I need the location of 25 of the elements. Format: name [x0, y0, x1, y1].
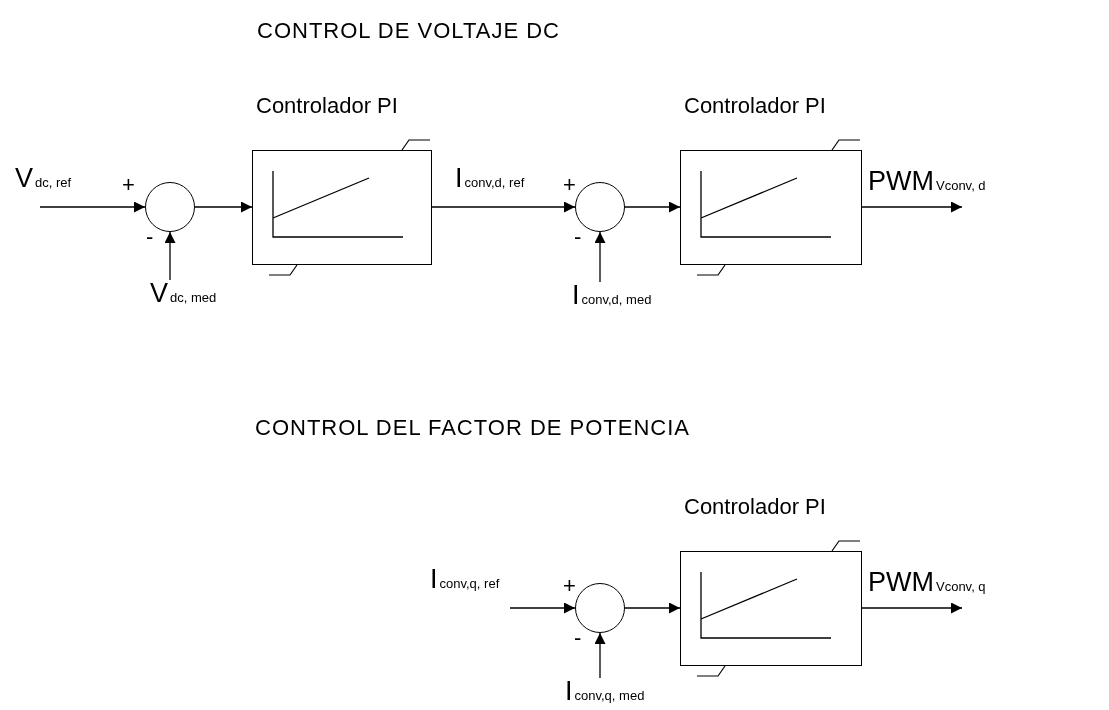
arrow — [509, 602, 576, 614]
block-title: Controlador PI — [684, 95, 826, 117]
section-heading: CONTROL DEL FACTOR DE POTENCIA — [255, 417, 691, 439]
arrow — [194, 201, 253, 213]
arrow — [624, 201, 681, 213]
arrow — [39, 201, 146, 213]
block-title: Controlador PI — [256, 95, 398, 117]
sign-label: - — [146, 226, 154, 248]
summing-junction — [145, 182, 195, 232]
sign-label: - — [574, 226, 582, 248]
block-title: Controlador PI — [684, 496, 826, 518]
arrow — [431, 201, 576, 213]
sign-label: + — [122, 174, 135, 196]
arrow — [624, 602, 681, 614]
arrow — [861, 201, 963, 213]
arrow — [594, 231, 606, 283]
sign-label: + — [563, 174, 576, 196]
summing-junction — [575, 182, 625, 232]
arrow — [594, 632, 606, 679]
summing-junction — [575, 583, 625, 633]
sign-label: + — [563, 575, 576, 597]
arrow — [164, 231, 176, 281]
section-heading: CONTROL DE VOLTAJE DC — [257, 20, 560, 42]
sign-label: - — [574, 627, 582, 649]
arrow — [861, 602, 963, 614]
